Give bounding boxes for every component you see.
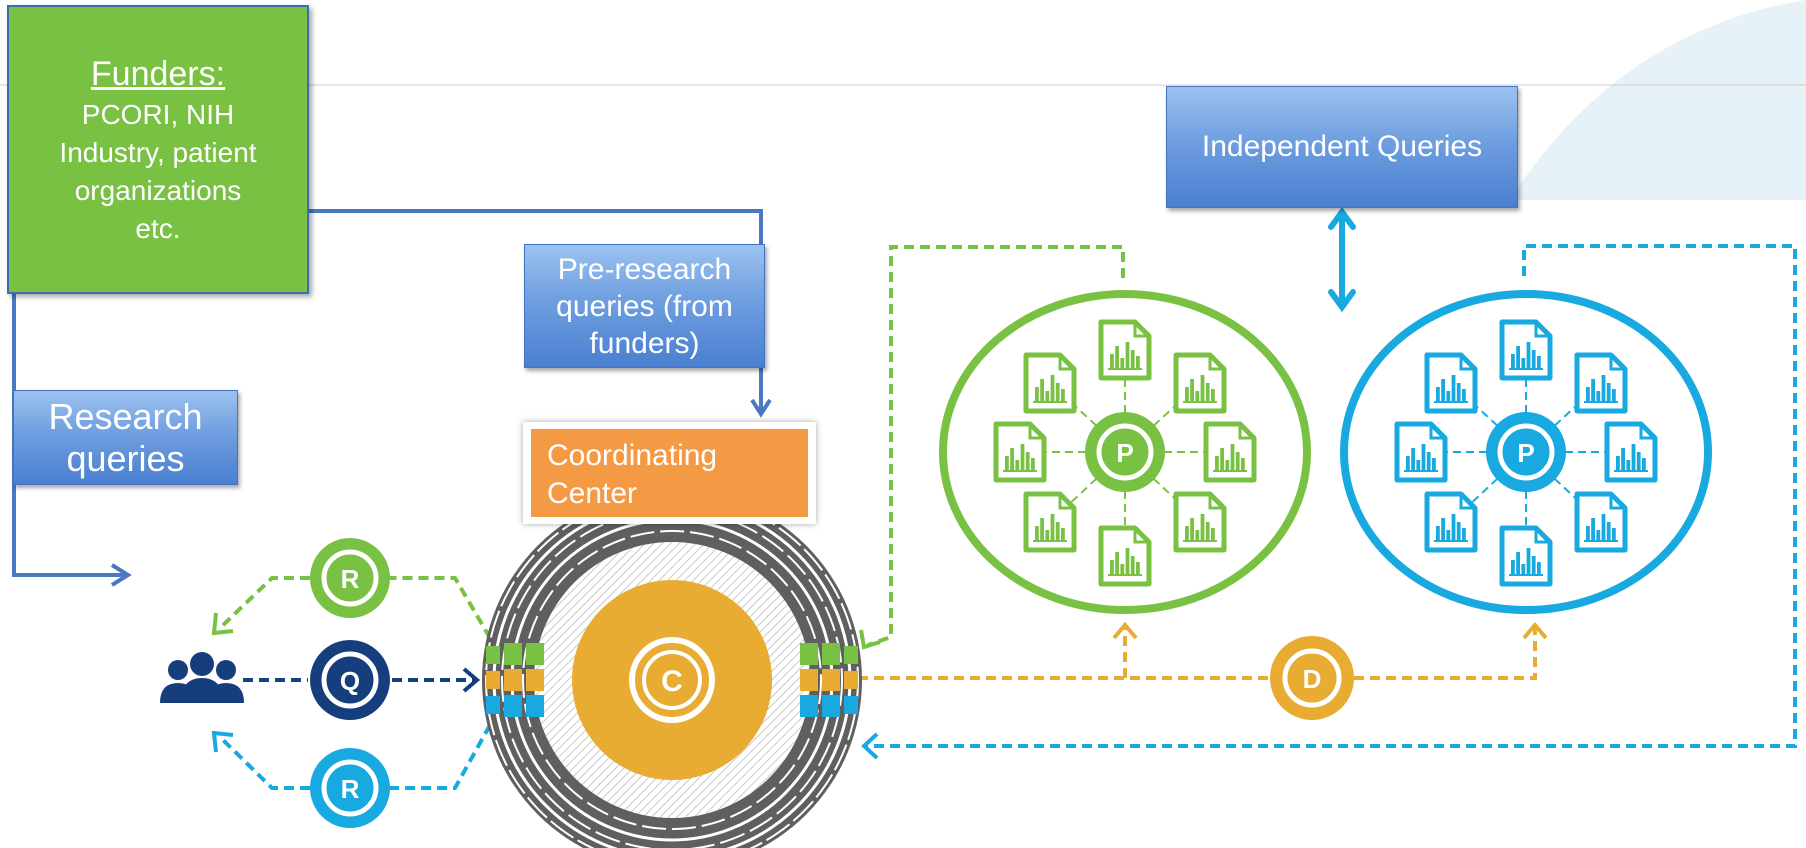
query-loops: [218, 576, 492, 790]
query-node-label: Q: [340, 666, 360, 696]
bar-chart-document-icon: [1098, 525, 1152, 587]
bar-chart-document-icon: [1023, 352, 1077, 414]
bar-chart-document-icon: [1574, 491, 1628, 553]
bar-chart-document-icon: [1173, 491, 1227, 553]
hub-segments-left: [486, 643, 544, 717]
research-queries-box: Research queries: [13, 390, 238, 485]
query-node: Q: [310, 640, 390, 720]
coordinating-center-label: Coordinating Center: [531, 429, 808, 517]
partner-connectors: [858, 244, 1797, 748]
background-swoosh: [1510, 0, 1806, 200]
funders-body: PCORI, NIH Industry, patient organizatio…: [59, 98, 257, 244]
bar-chart-document-icon: [1424, 491, 1478, 553]
bar-chart-document-icon: [1394, 421, 1448, 483]
query-loop-arrowheads: [211, 612, 481, 753]
bar-chart-document-icon: [1574, 352, 1628, 414]
funders-title: Funders:: [90, 54, 226, 93]
partner-green-label: P: [1116, 438, 1133, 468]
coordinating-center-hub-label: C: [661, 665, 683, 698]
bar-chart-document-icon: [1499, 319, 1553, 381]
bar-chart-document-icon: [993, 421, 1047, 483]
distribution-node: D: [1270, 636, 1354, 720]
coordinating-center-hub: C: [482, 490, 862, 848]
distribution-node-label: D: [1303, 664, 1322, 694]
bar-chart-document-icon: [1203, 421, 1257, 483]
results-node-bottom-label: R: [341, 774, 360, 804]
results-node-bottom: R: [310, 748, 390, 828]
preresearch-queries-box: Pre-research queries (from funders): [524, 244, 765, 368]
hub-segments-right: [800, 643, 858, 717]
partner-arrowheads: [859, 621, 1548, 760]
documents-blue: [1394, 319, 1658, 587]
documents-green: [993, 319, 1257, 587]
independent-double-arrow: [1328, 206, 1356, 313]
bar-chart-document-icon: [1604, 421, 1658, 483]
bar-chart-document-icon: [1023, 491, 1077, 553]
users-group-icon: [160, 652, 244, 703]
partner-blue-label: P: [1517, 438, 1534, 468]
results-node-top-label: R: [341, 564, 360, 594]
bar-chart-document-icon: [1098, 319, 1152, 381]
bar-chart-document-icon: [1173, 352, 1227, 414]
bar-chart-document-icon: [1499, 525, 1553, 587]
results-node-top: R: [310, 538, 390, 618]
independent-queries-box: Independent Queries: [1166, 86, 1518, 208]
coordinating-center-box: Coordinating Center: [523, 422, 816, 524]
bar-chart-document-icon: [1424, 352, 1478, 414]
funders-box: Funders: PCORI, NIH Industry, patient or…: [7, 5, 309, 294]
